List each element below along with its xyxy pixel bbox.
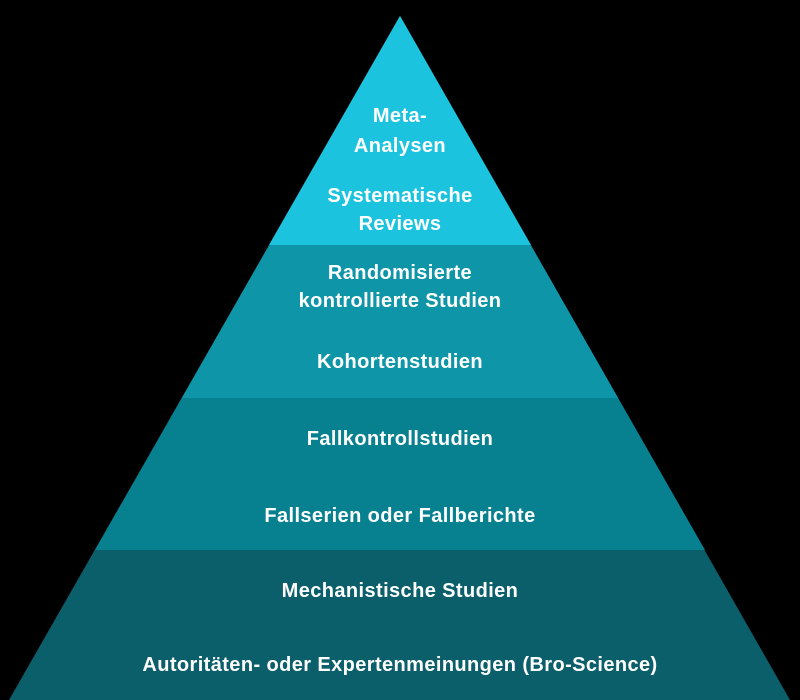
- label-randomisierte-kontrollierte-studien-line-1: Randomisierte: [328, 262, 472, 284]
- label-systematische-reviews-line-2: Reviews: [359, 213, 442, 235]
- label-fallkontrollstudien: Fallkontrollstudien: [307, 428, 494, 450]
- label-systematische-reviews-line-1: Systematische: [327, 185, 472, 207]
- tier-labels: Meta- Analysen Systematische Reviews Ran…: [142, 105, 657, 676]
- label-meta-analysen-line-2: Analysen: [354, 135, 446, 157]
- tier-1-shape: [269, 16, 531, 245]
- label-meta-analysen-line-1: Meta-: [373, 105, 427, 127]
- label-randomisierte-kontrollierte-studien-line-2: kontrollierte Studien: [299, 290, 502, 312]
- label-mechanistische-studien: Mechanistische Studien: [282, 580, 519, 602]
- label-autoritaeten-oder-expertenmeinungen: Autoritäten- oder Expertenmeinungen (Bro…: [142, 654, 657, 676]
- label-fallserien-oder-fallberichte: Fallserien oder Fallberichte: [264, 505, 535, 527]
- label-kohortenstudien: Kohortenstudien: [317, 351, 483, 373]
